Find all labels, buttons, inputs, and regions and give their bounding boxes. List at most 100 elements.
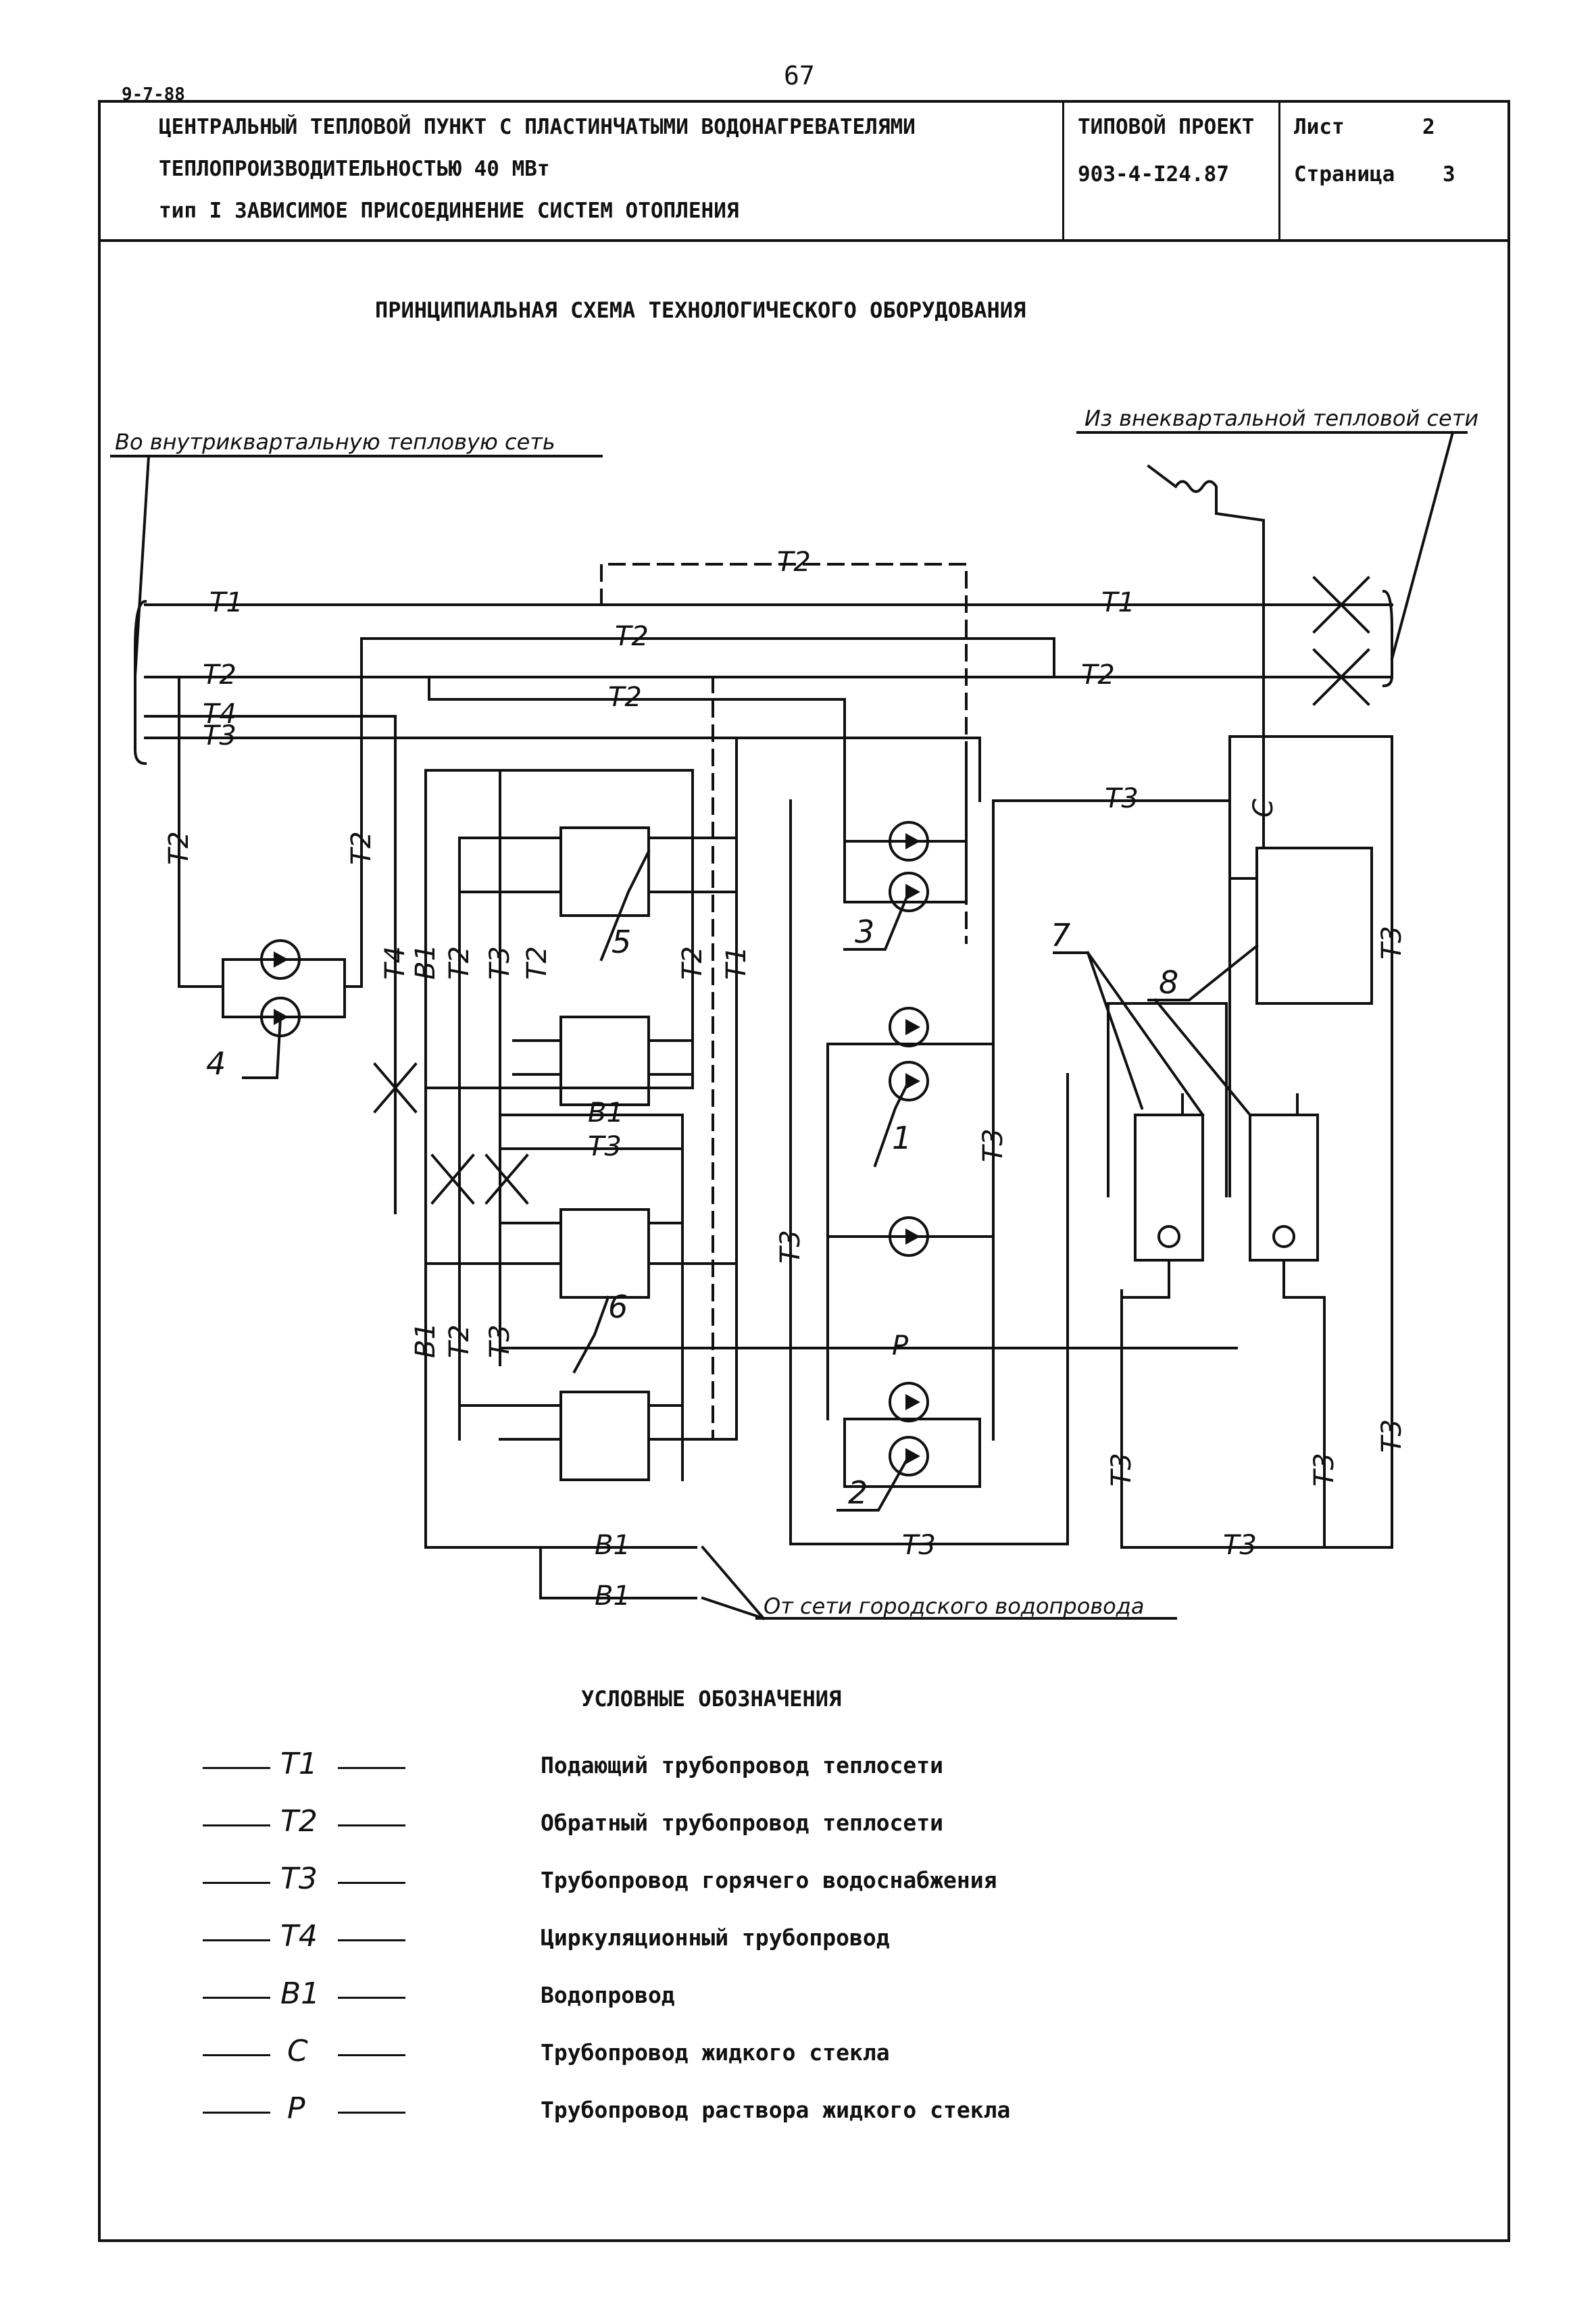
- callout-6: 6: [608, 1289, 628, 1325]
- label-t2-vert-he: T2: [677, 946, 708, 980]
- tank8: [1255, 847, 1373, 1005]
- drawing-frame: [98, 100, 1510, 2242]
- pump4-right-pipe: [343, 941, 363, 988]
- note-right: Из внеквартальной тепловой сети: [1084, 405, 1478, 431]
- page-label: Страница: [1294, 162, 1395, 186]
- project-label: ТИПОВОЙ ПРОЕКТ: [1078, 115, 1255, 139]
- dosing-tank-b: [1249, 1114, 1319, 1262]
- legend-desc: Подающий трубопровод теплосети: [541, 1752, 944, 1778]
- diagram-title: ПРИНЦИПИАЛЬНАЯ СХЕМА ТЕХНОЛОГИЧЕСКОГО ОБ…: [375, 297, 1026, 323]
- label-t1-vert: T1: [721, 946, 752, 980]
- dosing-b-out: [1282, 1259, 1326, 1549]
- legend-item: C Трубопровод жидкого стекла: [203, 2034, 1487, 2074]
- page-value: 3: [1443, 162, 1455, 186]
- legend-item: T4 Циркуляционный трубопровод: [203, 1919, 1487, 1960]
- pump2-b-glyph: [905, 1448, 920, 1464]
- legend-item: T1 Подающий трубопровод теплосети: [203, 1747, 1487, 1787]
- pump2-b: [889, 1436, 929, 1476]
- label-t3-bottom-right: T3: [1223, 1530, 1257, 1561]
- pump4-left-pipe: [178, 676, 224, 988]
- note-bottom-leader-b: [701, 1596, 766, 1620]
- he6-b: [559, 1391, 650, 1481]
- title-line-1: ЦЕНТРАЛЬНЫЙ ТЕПЛОВОЙ ПУНКТ С ПЛАСТИНЧАТЫ…: [159, 115, 916, 139]
- legend-code: C: [287, 2034, 308, 2068]
- pump4-a: [260, 939, 301, 980]
- legend-code: P: [287, 2091, 305, 2126]
- sheet-cell: Лист 2 Страница 3: [1280, 100, 1510, 239]
- legend-desc: Трубопровод жидкого стекла: [541, 2039, 890, 2066]
- leader-5: [599, 849, 651, 962]
- leader-2: [837, 1454, 911, 1512]
- label-t1-left: T1: [209, 587, 243, 618]
- label-b1-bottom-a: B1: [595, 1530, 630, 1561]
- legend-title: УСЛОВНЫЕ ОБОЗНАЧЕНИЯ: [581, 1686, 842, 1712]
- legend-desc: Водопровод: [541, 1982, 675, 2008]
- leader-4: [242, 1015, 282, 1079]
- pump1-c: [889, 1216, 929, 1257]
- legend-code: B1: [280, 1976, 320, 2011]
- title-line-2: ТЕПЛОПРОИЗВОДИТЕЛЬНОСТЬЮ 40 МВт: [159, 157, 550, 181]
- label-t4-vert: T4: [380, 946, 411, 980]
- leader-6: [572, 1295, 610, 1374]
- pump1-b: [889, 1061, 929, 1101]
- legend-code: T4: [280, 1919, 318, 1953]
- pump1-a: [889, 1007, 929, 1047]
- label-t3-left: T3: [203, 720, 236, 751]
- callout-3: 3: [855, 914, 874, 950]
- legend-item: B1 Водопровод: [203, 1976, 1487, 2017]
- label-t3-vert-mid: T3: [484, 946, 516, 980]
- he6-a: [559, 1208, 650, 1299]
- label-t1-right: T1: [1101, 587, 1135, 618]
- legend-desc: Трубопровод горячего водоснабжения: [541, 1867, 997, 1893]
- label-t2-third: T2: [608, 682, 642, 713]
- t3-bottom-return: [789, 1073, 1069, 1545]
- he5-b: [559, 1016, 650, 1106]
- legend-code: T1: [280, 1747, 318, 1781]
- meter-t1: [1312, 576, 1370, 634]
- leader-3: [843, 890, 911, 951]
- label-t3-cross: T3: [1105, 783, 1139, 814]
- meter-t4: [373, 1062, 418, 1114]
- label-t2-vert-left: T2: [164, 831, 195, 865]
- left-bracket: [134, 599, 147, 766]
- label-t2-top: T2: [777, 547, 811, 578]
- legend-code: T3: [280, 1862, 318, 1896]
- leader-7c: [1153, 998, 1252, 1117]
- meter-b1: [430, 1153, 475, 1205]
- label-t2-vert-mid: T2: [444, 946, 475, 980]
- note-bottom: От сети городского водопровода: [764, 1593, 1144, 1619]
- label-b1-bottom-b: B1: [595, 1580, 630, 1612]
- b1-bottom-b: [539, 1546, 697, 1599]
- pump1-a-glyph: [905, 1019, 920, 1035]
- legend-code: T2: [280, 1804, 318, 1839]
- label-t3-vert-right: T3: [978, 1128, 1009, 1162]
- legend-item: P Трубопровод раствора жидкого стекла: [203, 2091, 1487, 2132]
- pump3-a-glyph: [905, 833, 920, 849]
- label-t3-vert-dosing-b: T3: [1309, 1453, 1340, 1487]
- pump4-box: [222, 958, 346, 1018]
- label-t2-vert-low: T2: [444, 1324, 475, 1358]
- pump3-loop: [843, 755, 968, 903]
- title-cell: ЦЕНТРАЛЬНЫЙ ТЕПЛОВОЙ ПУНКТ С ПЛАСТИНЧАТЫ…: [98, 100, 1064, 239]
- he5-a: [559, 826, 650, 917]
- dosing-a-out: [1120, 1259, 1170, 1299]
- callout-4: 4: [206, 1045, 226, 1082]
- legend-desc: Циркуляционный трубопровод: [541, 1924, 890, 1951]
- legend-desc: Обратный трубопровод теплосети: [541, 1810, 944, 1836]
- incoming-squiggle: [1147, 464, 1265, 731]
- callout-7: 7: [1051, 917, 1070, 953]
- dosing-a-valve: [1157, 1225, 1180, 1248]
- right-bracket: [1382, 589, 1393, 688]
- label-t3-vert-far: T3: [1376, 926, 1407, 960]
- label-b1-vert: B1: [410, 944, 441, 980]
- note-left-leader: [133, 454, 151, 678]
- note-left: Во внутриквартальную тепловую сеть: [115, 429, 555, 455]
- label-t4-left: T4: [203, 699, 236, 730]
- label-t2-right: T2: [1081, 659, 1115, 691]
- label-t3-vert-pumps: T3: [775, 1230, 806, 1264]
- project-number: 903-4-I24.87: [1078, 162, 1229, 186]
- label-c-vert: C: [1248, 799, 1279, 818]
- meter-t2: [1312, 648, 1370, 706]
- sheet-label: Лист: [1294, 115, 1345, 139]
